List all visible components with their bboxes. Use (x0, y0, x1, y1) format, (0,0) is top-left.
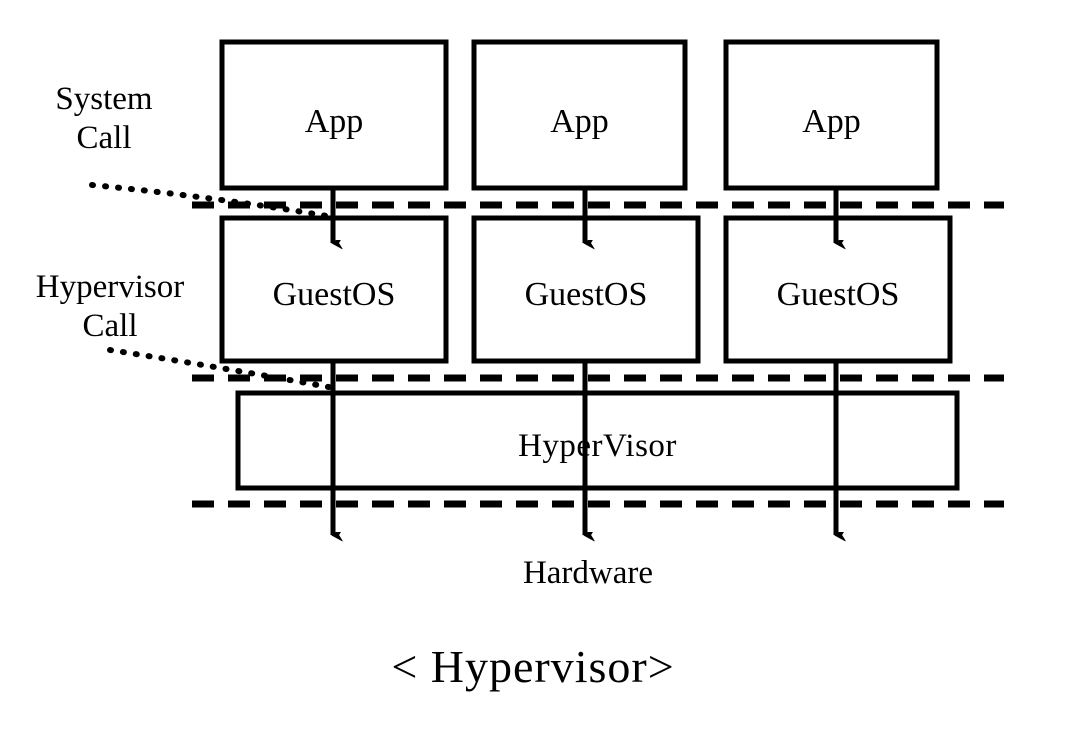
leader-line-system-call (89, 182, 330, 219)
diagram-caption: < Hypervisor> (391, 641, 675, 692)
annotation-hypervisor-call-line2: Call (82, 307, 138, 344)
hypervisor-box-label: HyperVisor (518, 428, 677, 464)
flow-line-overlays (330, 188, 836, 535)
leader-line-hypervisor-call (107, 347, 337, 391)
guest-box-3-label: GuestOS (776, 276, 900, 313)
app-box-2-label: App (550, 103, 609, 140)
guest-box-2-label: GuestOS (524, 276, 648, 313)
annotation-system-call: System Call (14, 80, 194, 158)
app-box-3 (723, 39, 940, 191)
boundary-lines (192, 201, 1004, 508)
app-box-1-label: App (304, 103, 364, 140)
leader-lines (89, 182, 337, 391)
annotation-hypervisor-call-line1: Hypervisor (35, 269, 185, 305)
annotation-system-call-line2: Call (76, 119, 132, 156)
app-box-2 (471, 39, 688, 191)
hardware-label: Hardware (522, 555, 654, 591)
app-boxes (219, 39, 940, 191)
app-box-3-label: App (802, 103, 861, 140)
annotation-system-call-line1: System (55, 81, 153, 117)
annotation-hypervisor-call: Hypervisor Call (8, 268, 212, 346)
guest-box-1-label: GuestOS (272, 276, 396, 313)
